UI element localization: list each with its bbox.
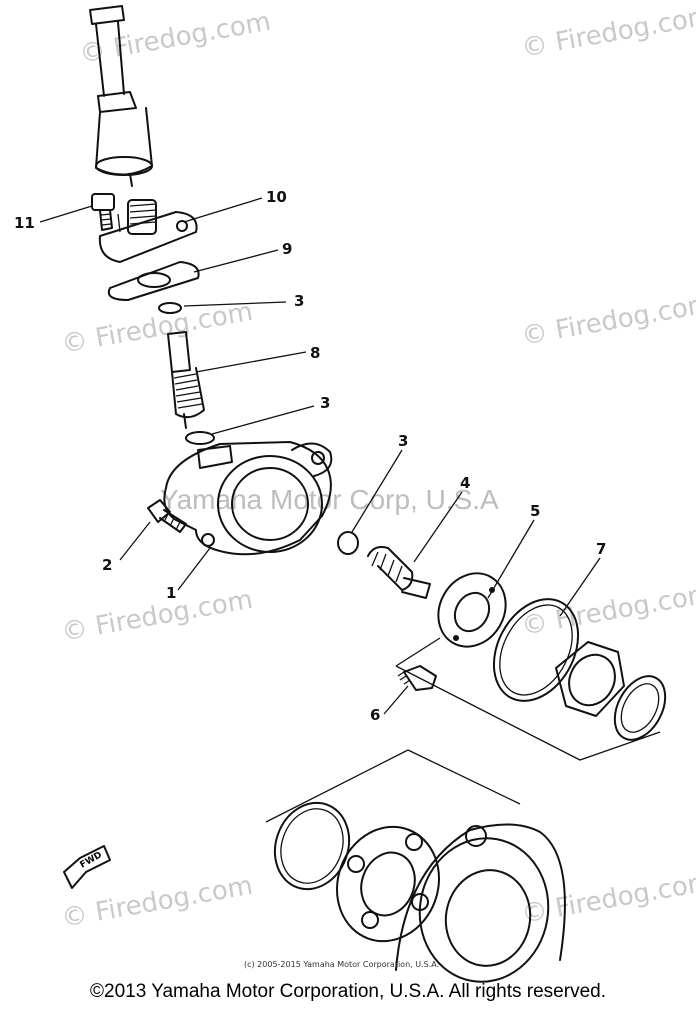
cable-housing	[89, 5, 153, 187]
callout-3: 3	[320, 394, 330, 412]
leader-lines	[39, 197, 601, 715]
callout-3: 3	[398, 432, 408, 450]
callout-7: 7	[596, 540, 606, 558]
callout-5: 5	[530, 502, 540, 520]
callout-6: 6	[370, 706, 380, 724]
part-5-plate	[437, 572, 507, 648]
reference-lines	[117, 213, 661, 823]
washer	[613, 675, 667, 741]
callout-4: 4	[460, 474, 470, 492]
fwd-arrow: FWD	[63, 845, 111, 889]
bearing	[335, 825, 441, 943]
snap-ring	[273, 801, 351, 891]
part-8-gear-shaft	[167, 331, 205, 429]
part-6-screw	[397, 665, 437, 691]
case	[395, 823, 566, 983]
callout-3: 3	[294, 292, 304, 310]
callout-11: 11	[14, 214, 35, 232]
small-credit: (c) 2005-2015 Yamaha Motor Corporation, …	[244, 960, 440, 969]
part-9-gasket	[107, 261, 200, 301]
part-2-bolt	[147, 499, 187, 533]
callout-8: 8	[310, 344, 320, 362]
callout-2: 2	[102, 556, 112, 574]
callout-1: 1	[166, 584, 176, 602]
callout-9: 9	[282, 240, 292, 258]
part-10-bracket	[98, 199, 198, 263]
part-4-drive-gear	[367, 546, 431, 599]
part-3-washer	[158, 302, 359, 555]
part-11-screw	[91, 193, 115, 231]
nut	[555, 641, 625, 717]
part-1-housing	[163, 441, 333, 556]
part-7-o-ring	[492, 598, 580, 702]
callout-10: 10	[266, 188, 287, 206]
copyright-footer: ©2013 Yamaha Motor Corporation, U.S.A. A…	[90, 981, 606, 1002]
